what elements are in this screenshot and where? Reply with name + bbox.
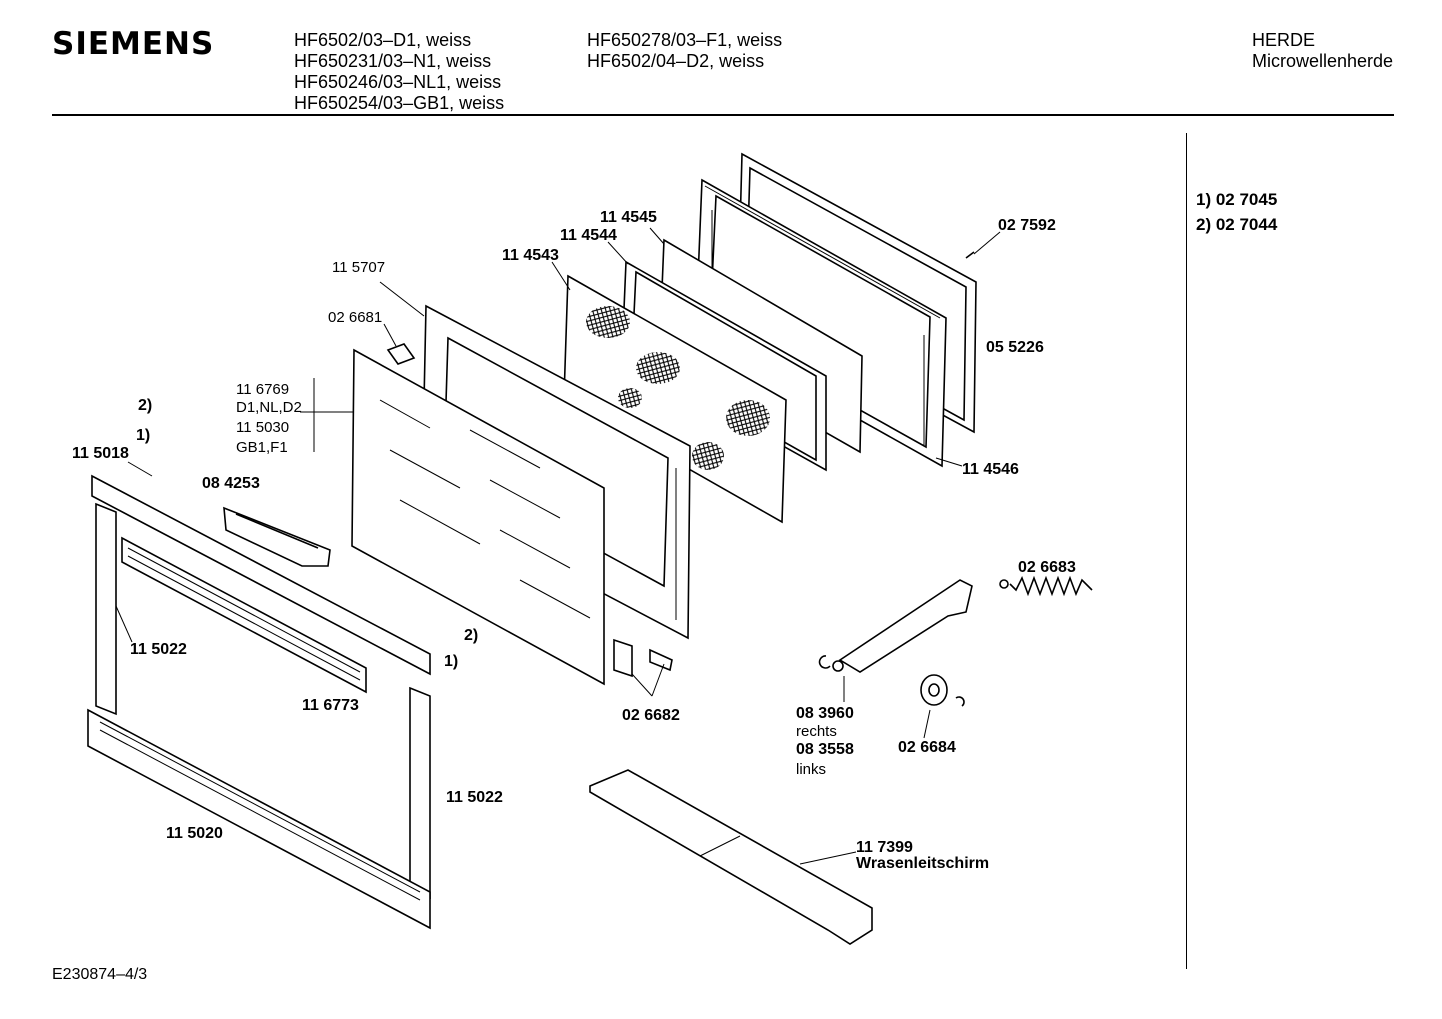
label-114543: 11 4543	[502, 247, 559, 264]
inner-trim-116773	[121, 536, 367, 694]
mesh-panel-114543	[563, 274, 787, 524]
bottom-trim-115020	[87, 708, 431, 930]
clip-026681	[386, 343, 416, 365]
category: HERDE	[1252, 30, 1316, 50]
label-027592: 02 7592	[998, 217, 1056, 234]
label-mark-1-top: 1)	[136, 427, 150, 444]
leader-lines	[115, 227, 1001, 865]
label-026681: 02 6681	[328, 309, 382, 326]
label-mark-2-bottom: 2)	[464, 627, 478, 644]
label-114546: 11 4546	[962, 461, 1019, 478]
label-mark-1-bottom: 1)	[444, 653, 458, 670]
door-glass	[351, 348, 605, 686]
label-links: links	[796, 761, 826, 778]
door-handle	[223, 506, 331, 567]
label-117399: 11 7399	[856, 839, 913, 856]
top-trim-115018	[91, 474, 431, 676]
label-055226: 05 5226	[986, 339, 1044, 356]
label-115020: 11 5020	[166, 825, 223, 842]
brand-logo: SIEMENS	[52, 26, 215, 62]
header-divider	[52, 114, 1394, 116]
label-114544: 11 4544	[560, 227, 617, 244]
model-line: HF650246/03–NL1, weiss	[294, 72, 502, 92]
models-column-1: HF6502/03–D1, weiss HF650231/03–N1, weis…	[294, 30, 504, 114]
roller	[920, 674, 965, 707]
legend-item: 1) 02 7045	[1196, 190, 1278, 209]
spring	[999, 575, 1093, 597]
label-026683: 02 6683	[1018, 559, 1076, 576]
model-line: HF650278/03–F1, weiss	[587, 30, 783, 50]
label-115018: 11 5018	[72, 445, 129, 462]
label-116769-variants: D1,NL,D2	[236, 399, 302, 416]
label-115030-variants: GB1,F1	[236, 439, 288, 456]
label-rechts: rechts	[796, 723, 837, 740]
hinge-bracket	[613, 638, 673, 678]
label-026684: 02 6684	[898, 739, 956, 756]
side-trim-left	[95, 502, 117, 716]
label-mark-2-top: 2)	[138, 397, 152, 414]
model-line: HF650231/03–N1, weiss	[294, 51, 492, 71]
label-084253: 08 4253	[202, 475, 260, 492]
label-116773: 11 6773	[302, 697, 359, 714]
subcategory: Microwellenherde	[1252, 51, 1394, 71]
screw	[965, 251, 975, 259]
label-116769: 11 6769	[236, 381, 289, 398]
model-line: HF6502/03–D1, weiss	[294, 30, 472, 50]
label-026682: 02 6682	[622, 707, 680, 724]
label-wrasenleitschirm: Wrasenleitschirm	[856, 855, 989, 872]
vapour-shield	[589, 769, 873, 945]
label-114545: 11 4545	[600, 209, 657, 226]
document-id: E230874–4/3	[52, 966, 148, 983]
label-083960: 08 3960	[796, 705, 854, 722]
label-115707: 11 5707	[332, 259, 385, 276]
side-trim-right	[409, 686, 431, 900]
label-115022-left: 11 5022	[130, 641, 187, 658]
models-column-2: HF650278/03–F1, weiss HF6502/04–D2, weis…	[587, 30, 782, 72]
model-line: HF650254/03–GB1, weiss	[294, 93, 505, 113]
door-lever	[818, 579, 973, 673]
label-115030: 11 5030	[236, 419, 289, 436]
model-line: HF6502/04–D2, weiss	[587, 51, 765, 71]
label-083558: 08 3558	[796, 741, 854, 758]
label-115022-right: 11 5022	[446, 789, 503, 806]
legend-item: 2) 02 7044	[1196, 215, 1278, 234]
legend-divider	[1186, 133, 1187, 969]
category-block: HERDE Microwellenherde	[1252, 30, 1393, 72]
